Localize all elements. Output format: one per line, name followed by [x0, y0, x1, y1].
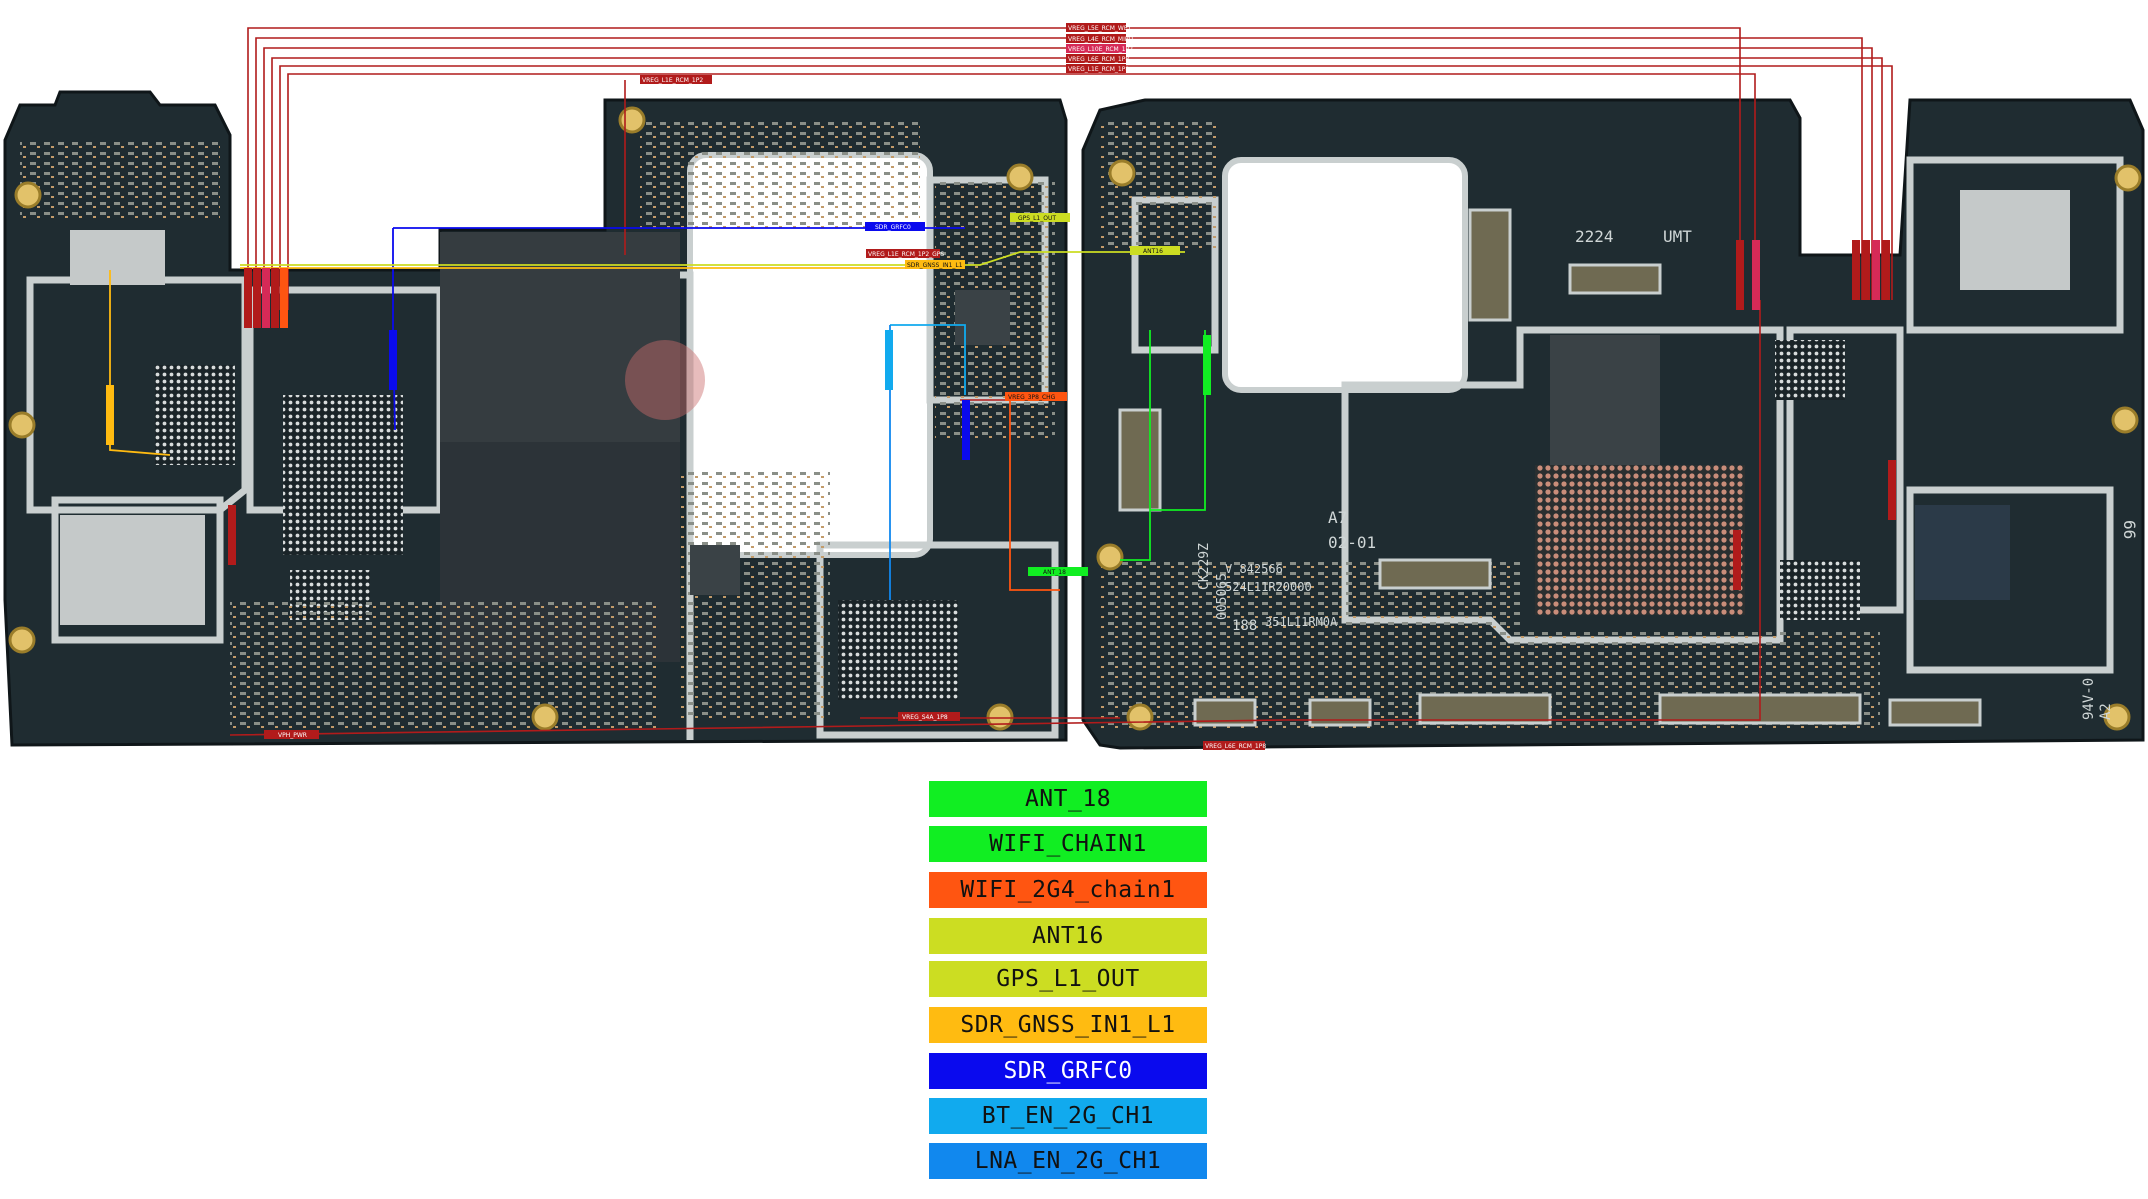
bga-pad-field-5 — [1780, 560, 1860, 620]
vertical-tags-left — [106, 268, 1211, 565]
tag-sdr-gnss: SDR_GNSS_IN1_L1 — [907, 262, 963, 269]
silk-rev-a7: A7 — [1328, 508, 1347, 527]
legend-sdr-grfc0: SDR_GRFC0 — [929, 1053, 1207, 1089]
bga-pad-field-3 — [838, 600, 958, 700]
mounting-holes-left — [8, 106, 1034, 731]
legend-lna-en-2g-ch1: LNA_EN_2G_CH1 — [929, 1143, 1207, 1179]
tag-ant18: ANT_18 — [1043, 569, 1066, 576]
copper-bga-field — [1535, 465, 1745, 615]
smd-area-4 — [640, 120, 920, 230]
legend-gps-l1-out: GPS_L1_OUT — [929, 961, 1207, 997]
right-board-cutout — [1222, 157, 1468, 393]
shield-can-right — [1960, 190, 2070, 290]
ram-chip-logo — [625, 340, 705, 420]
silk-v-code: V 842566 — [1225, 562, 1283, 576]
left-board — [3, 90, 1068, 747]
silk-rev-0201: 02-01 — [1328, 533, 1376, 552]
shield-can-left — [60, 515, 205, 625]
silk-sn-2: 351L11RM0A — [1265, 615, 1338, 629]
smd-area-3 — [20, 140, 220, 220]
tag-vreg-l6e-b: VREG_L6E_RCM_1P8 — [1205, 743, 1266, 750]
silk-ck: CK229Z — [1197, 543, 1212, 590]
tag-vph-pwr: VPH_PWR — [278, 732, 307, 739]
legend-wifi-chain1: WIFI_CHAIN1 — [929, 826, 1207, 862]
legend-wifi-2g4-chain1: WIFI_2G4_chain1 — [929, 872, 1207, 908]
silk-vendor: UMT — [1663, 227, 1692, 246]
mounting-holes-right — [1096, 159, 2142, 731]
module-left-top — [70, 230, 165, 285]
ram-package — [440, 232, 680, 442]
ic-chip-right — [1915, 505, 2010, 600]
tag-top-1: VREG_L5E_RCM_WE1 — [1068, 25, 1132, 32]
bga-pad-field-6 — [1775, 340, 1845, 400]
tag-top-3: VREG_L10E_RCM_1P2 — [1068, 46, 1133, 53]
silk-66: 66 — [2120, 520, 2139, 539]
silk-a2: A2 — [2098, 703, 2114, 720]
tag-ant16: ANT16 — [1143, 248, 1163, 255]
silkscreen: 2224 UMT A7 02-01 V 842566 524L11R20000 … — [1197, 227, 2139, 720]
legend-bt-en-2g-ch1: BT_EN_2G_CH1 — [929, 1098, 1207, 1134]
tag-top-2: VREG_L4E_RCM_MIPI1 — [1068, 36, 1134, 43]
tag-vreg-3p8: VREG_3P8_CHG — [1008, 394, 1056, 401]
silk-ck2: 005065 — [1215, 573, 1230, 620]
trace-tags: VREG_L5E_RCM_WE1 VREG_L4E_RCM_MIPI1 VREG… — [106, 23, 1896, 750]
tag-gps-l1: GPS_L1_OUT — [1018, 215, 1056, 222]
ic-chip-2 — [955, 290, 1010, 345]
tag-vreg-l1e: VREG_L1E_RCM_1P2 — [642, 77, 703, 84]
legend-ant16: ANT16 — [929, 918, 1207, 954]
ic-chip-1 — [690, 545, 740, 595]
smd-area-1 — [230, 600, 660, 730]
silk-date-code: 2224 — [1575, 227, 1614, 246]
silk-188: 188 — [1232, 618, 1257, 634]
tag-vreg-s4a: VREG_S4A_1P8 — [902, 714, 948, 721]
tag-top-5: VREG_L1E_RCM_1P8 — [1068, 66, 1129, 73]
legend-ant18: ANT_18 — [929, 781, 1207, 817]
pmic-package — [1550, 335, 1660, 470]
vertical-tags-right — [1733, 240, 1896, 590]
silk-sn-1: 524L11R20000 — [1225, 580, 1312, 594]
bga-pad-field-2 — [155, 365, 235, 465]
tag-sdr-grfc0: SDR_GRFC0 — [875, 224, 911, 231]
bga-pad-field-1 — [283, 395, 403, 555]
tag-vreg-gps: VREG_L1E_RCM_1P2_GPS — [868, 251, 944, 258]
silk-rohs: 94V-0 — [2081, 678, 2097, 720]
legend-sdr-gnss-in1-l1: SDR_GNSS_IN1_L1 — [929, 1007, 1207, 1043]
right-board — [1081, 98, 2145, 750]
tag-top-4: VREG_L6E_RCM_1P8 — [1068, 56, 1129, 63]
